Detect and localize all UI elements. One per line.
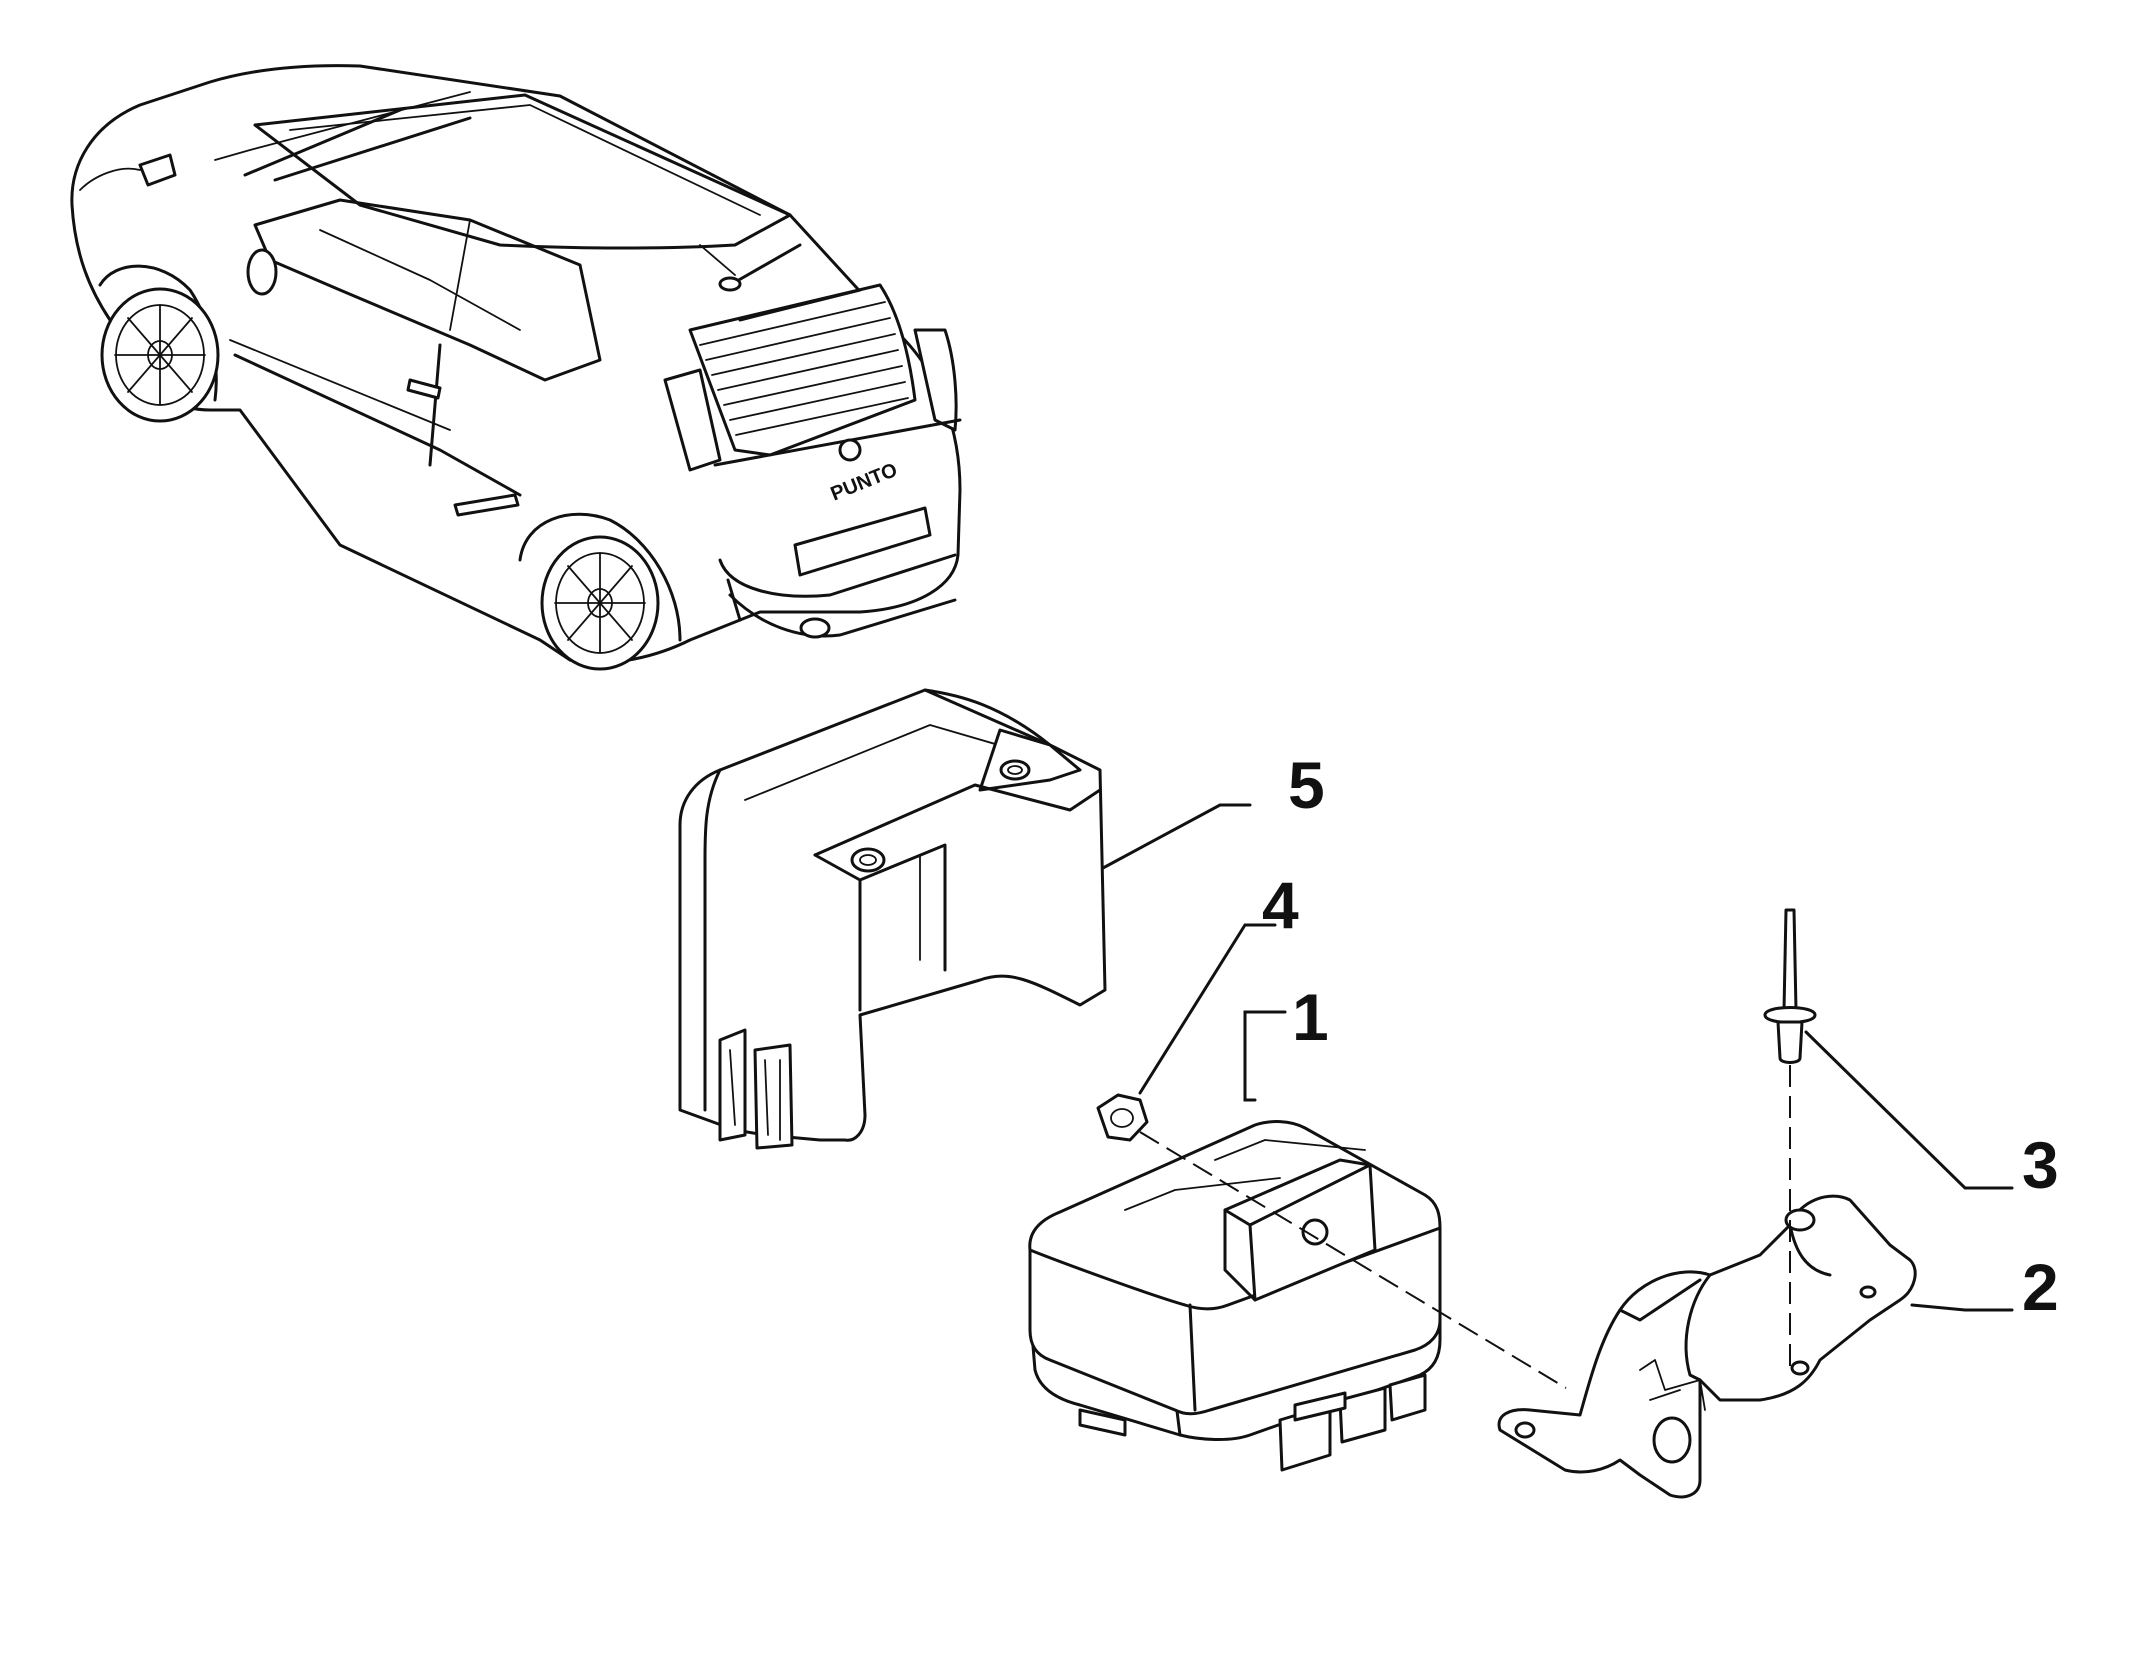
car-illustration: PUNTO (70, 64, 962, 671)
assembly-lines (1139, 1065, 1791, 1389)
relay-box-part-1 (1028, 1120, 1442, 1472)
callout-1: 1 (1292, 980, 1329, 1054)
callout-numbers: 1 2 3 4 5 (1262, 748, 2059, 1324)
callout-3: 3 (2022, 1128, 2059, 1202)
rivet-part-3 (1763, 908, 1817, 1064)
callout-4: 4 (1262, 868, 1299, 942)
leader-lines (1101, 803, 2014, 1312)
nut-part-4 (1096, 1093, 1149, 1142)
bracket-part-2 (1497, 1194, 1917, 1499)
cover-part-5 (678, 688, 1107, 1150)
callout-2: 2 (2022, 1250, 2059, 1324)
callout-5: 5 (1288, 748, 1325, 822)
